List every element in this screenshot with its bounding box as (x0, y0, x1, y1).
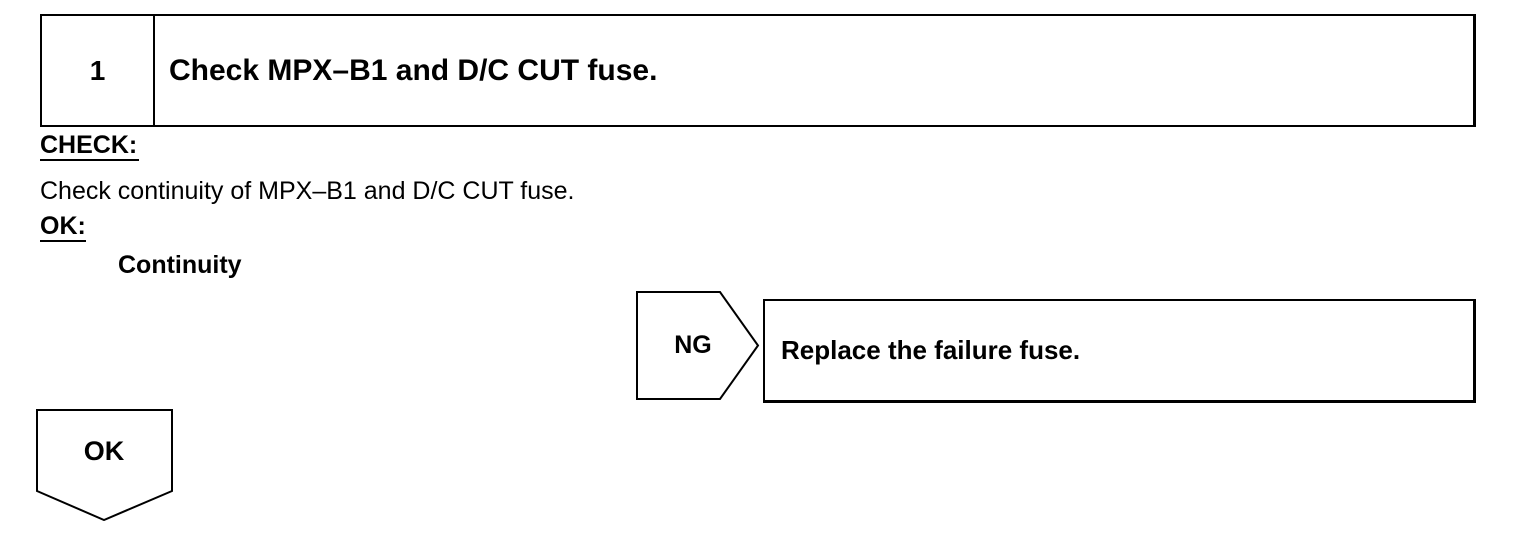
ng-label: NG (674, 331, 712, 359)
ng-action-box: Replace the failure fuse. (763, 299, 1476, 403)
step-box: 1 Check MPX–B1 and D/C CUT fuse. (40, 14, 1476, 127)
ok-label: OK: (40, 212, 86, 242)
ok-arrow-shape (36, 409, 173, 521)
ok-branch-label: OK (83, 436, 125, 466)
step-title: Check MPX–B1 and D/C CUT fuse. (169, 53, 658, 87)
check-label: CHECK: (40, 131, 140, 161)
check-instruction: Check continuity of MPX–B1 and D/C CUT f… (40, 177, 575, 205)
step-number: 1 (42, 16, 155, 125)
ok-result: Continuity (118, 251, 242, 279)
ng-action-text: Replace the failure fuse. (781, 335, 1081, 365)
ng-arrow-shape (636, 291, 760, 400)
